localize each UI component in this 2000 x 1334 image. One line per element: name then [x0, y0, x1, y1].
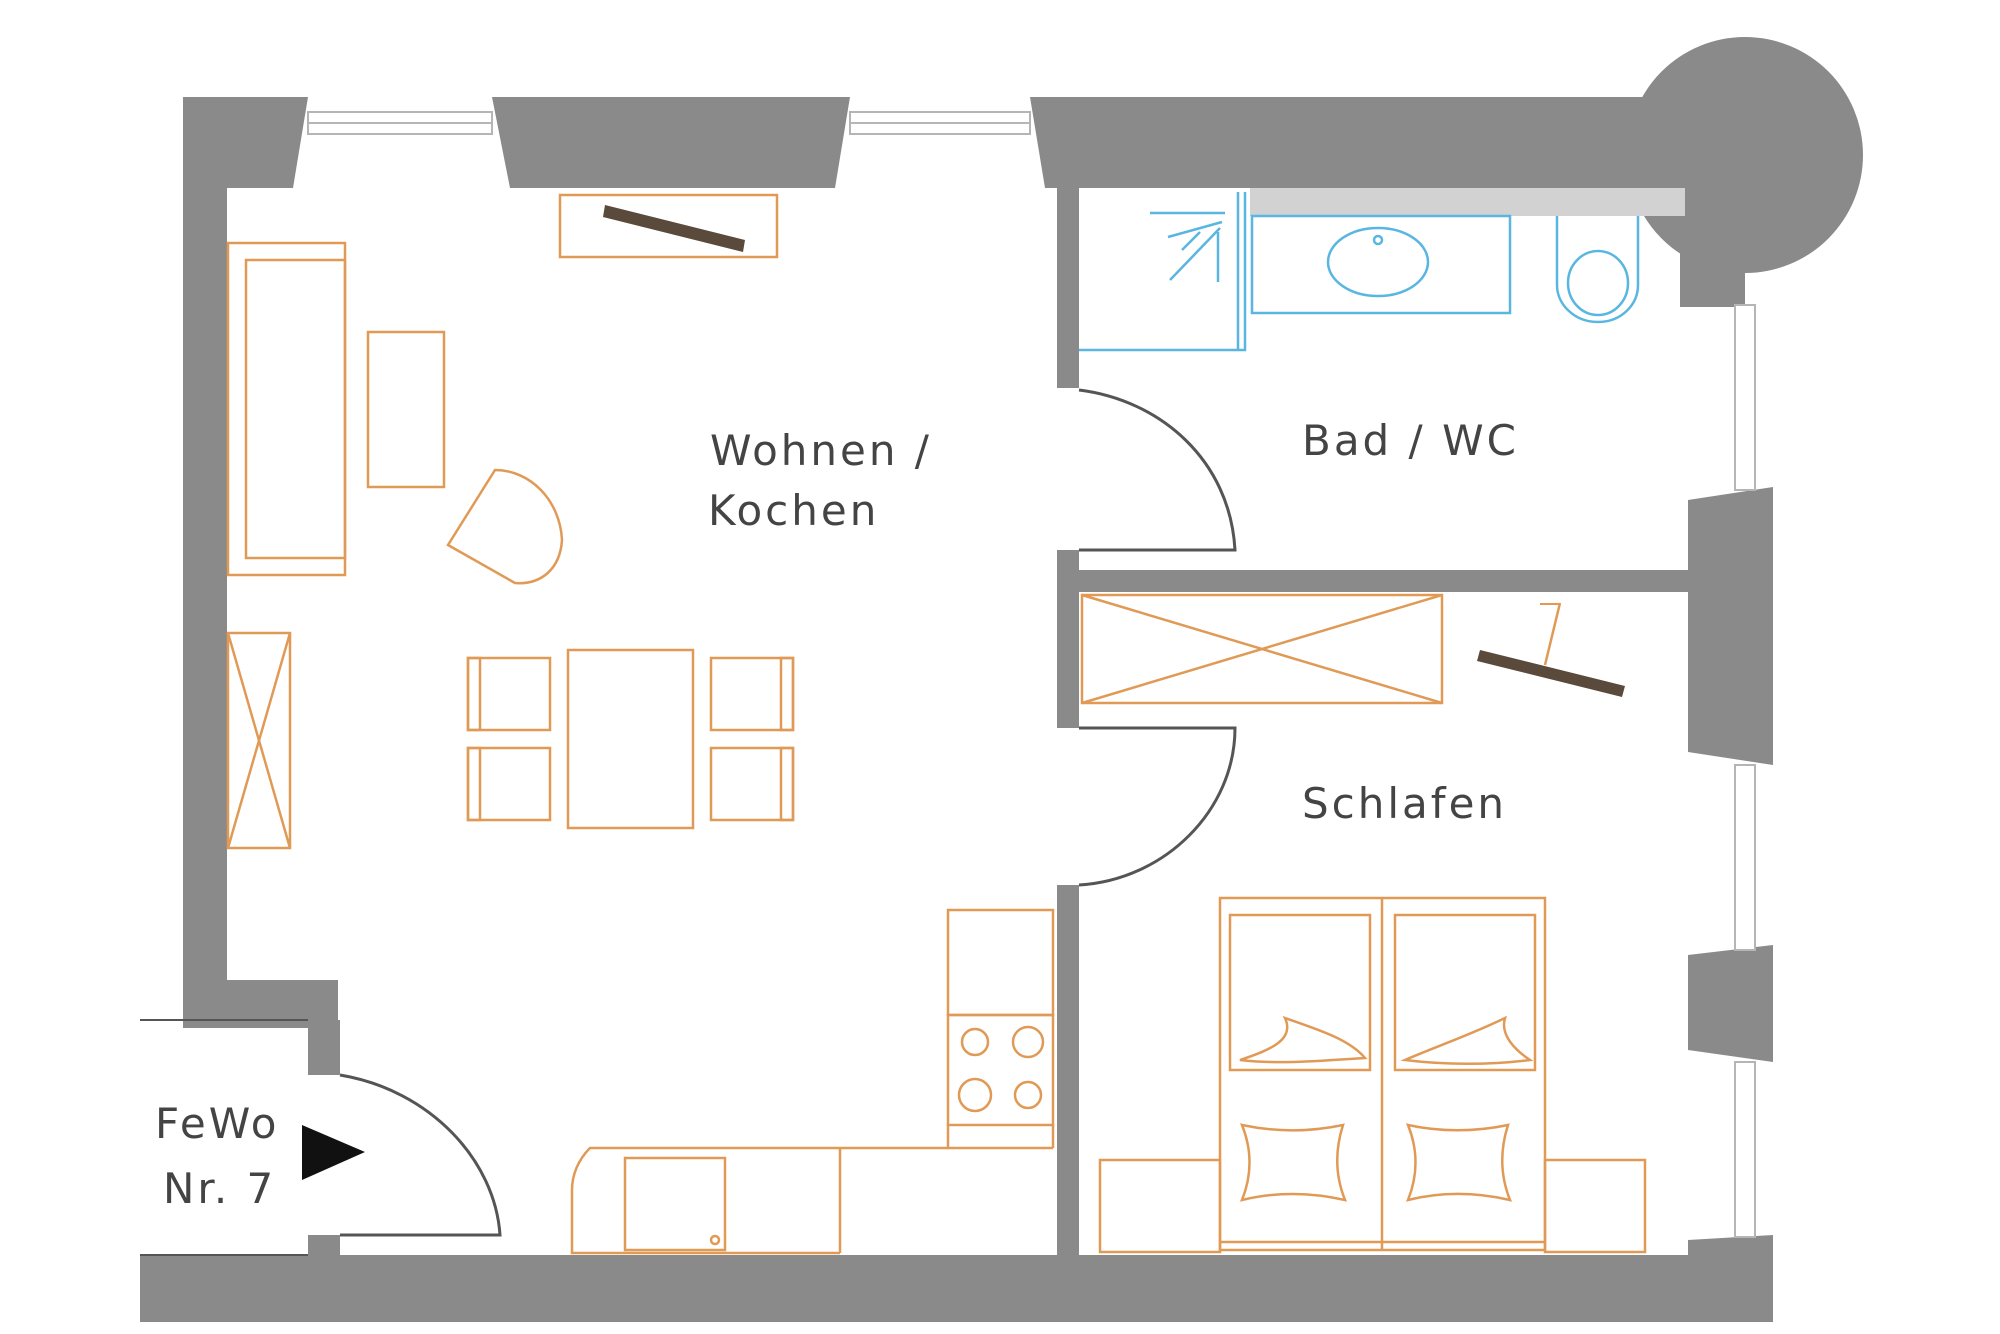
label-living-line1: Wohnen /: [710, 426, 932, 475]
right-pillar-1: [1688, 487, 1773, 765]
entrance-arrow-icon: [302, 1125, 365, 1180]
partition-bottom: [1057, 885, 1079, 1255]
partition-top: [1057, 188, 1079, 388]
label-bath: Bad / WC: [1302, 416, 1519, 465]
label-entrance-line2: Nr. 7: [163, 1164, 276, 1213]
living-furniture: [226, 193, 1055, 1255]
burner-4: [1013, 1080, 1043, 1110]
tower-base: [1680, 97, 1745, 307]
door-entrance: [339, 1073, 502, 1237]
bath-wall-strip: [1250, 188, 1685, 216]
burner-1: [960, 1027, 990, 1057]
armchair: [446, 468, 564, 585]
wardrobe-bedroom: [1080, 593, 1444, 705]
board-bedroom: [1477, 650, 1625, 697]
walls: [140, 37, 1863, 1322]
label-bedroom: Schlafen: [1302, 779, 1507, 828]
blanket-1: [1239, 1123, 1348, 1202]
pillow-2: [1400, 1015, 1534, 1065]
label-entrance-line1: FeWo: [155, 1099, 279, 1148]
bed-left: [1228, 913, 1372, 1072]
door-bedroom: [1078, 726, 1237, 887]
window-right-3: [1734, 1061, 1756, 1238]
bed-right: [1393, 913, 1537, 1072]
sideboard: [558, 193, 779, 259]
bathroom-fixtures: [1079, 192, 1640, 352]
toilet-icon: [1555, 216, 1640, 324]
dining-table: [566, 648, 695, 830]
doors: [140, 388, 1237, 1256]
nightstand-right: [1543, 1158, 1647, 1254]
board-living: [603, 205, 745, 252]
bottom-wall: [140, 1255, 1688, 1322]
left-wall: [183, 188, 227, 1028]
door-bath: [1078, 388, 1237, 552]
cooktop: [946, 1013, 1055, 1127]
partition-bath-bed: [1079, 570, 1690, 592]
top-wall-left: [183, 97, 308, 188]
wardrobe-living: [226, 631, 292, 850]
entry-jamb-upper: [308, 1020, 340, 1075]
partition-mid: [1057, 550, 1079, 728]
shower-head-icon: [1150, 211, 1225, 282]
right-wall-bottom: [1688, 1235, 1773, 1322]
right-pillar-2: [1688, 945, 1773, 1062]
window-right-1: [1734, 304, 1756, 491]
pillow-1: [1239, 1015, 1368, 1064]
entry-jamb-lower: [308, 1235, 340, 1257]
coffee-table: [366, 330, 446, 489]
sink: [623, 1156, 727, 1252]
bedroom-furniture: [1080, 593, 1647, 1254]
windows: [307, 111, 1756, 1238]
label-living-line2: Kochen: [708, 486, 879, 535]
washbasin-counter: [1250, 214, 1512, 315]
window-right-2: [1734, 764, 1756, 951]
burner-3: [957, 1077, 993, 1113]
top-wall-right: [1030, 97, 1680, 188]
right-wall-top: [1680, 188, 1735, 305]
kitchen-upper-unit: [946, 908, 1055, 1017]
nightstand-left: [1098, 1158, 1222, 1254]
kitchen-counter: [570, 1125, 950, 1255]
blanket-2: [1405, 1123, 1513, 1202]
shower-tray: [1079, 192, 1247, 352]
top-wall-mid: [492, 97, 850, 188]
boards: [603, 205, 1625, 697]
burner-2: [1011, 1025, 1045, 1059]
washbasin-icon: [1326, 226, 1430, 298]
